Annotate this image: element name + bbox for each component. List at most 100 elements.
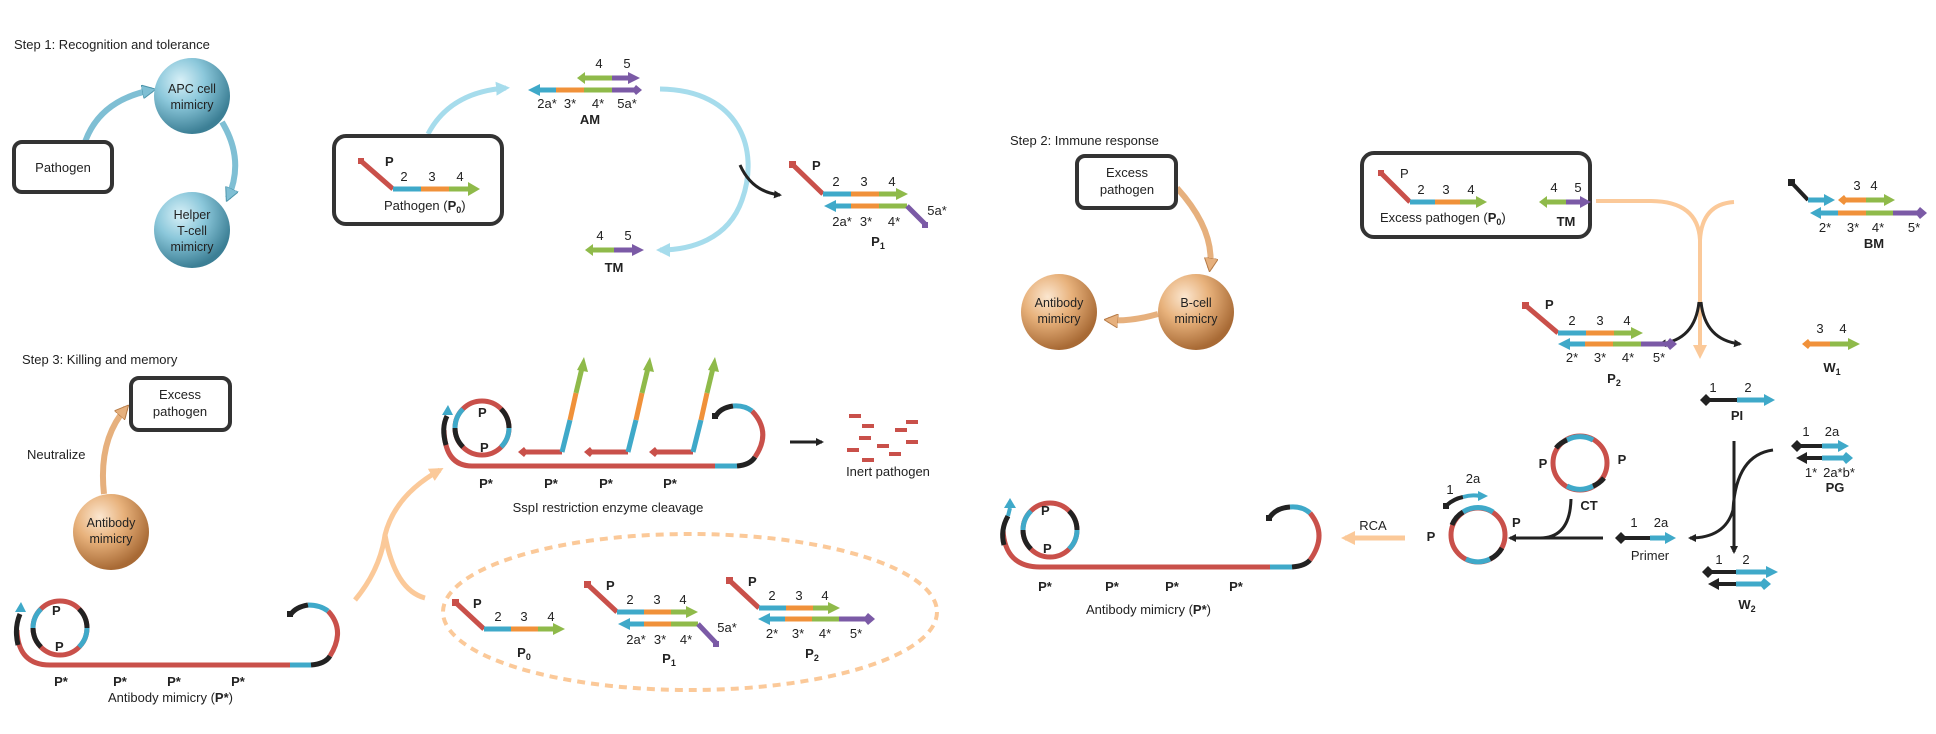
arrow-neutralize [99,408,126,495]
svg-text:3: 3 [1853,178,1860,193]
svg-text:P*: P* [479,476,494,491]
svg-text:5a*: 5a* [617,96,637,111]
ct-circle: P P CT [1539,433,1627,513]
svg-text:4: 4 [1870,178,1877,193]
svg-text:2a*: 2a* [626,632,646,647]
svg-text:P: P [812,158,821,173]
svg-text:1*: 1* [1805,465,1817,480]
svg-text:2a: 2a [1466,471,1481,486]
arrow-to-ellipse [382,534,426,601]
svg-text:P: P [1545,297,1554,312]
svg-text:2*: 2* [1819,220,1831,235]
cleaved-branch-3 [649,357,719,457]
arrow-am-to-tm [656,86,751,257]
svg-text:3*: 3* [1594,350,1606,365]
svg-text:3*: 3* [860,214,872,229]
inert-pathogen-label: Inert pathogen [846,464,930,479]
step2-antibody-mimicry-label: Antibody mimicry (P*) [1086,602,1211,617]
svg-text:Primer: Primer [1631,548,1670,563]
pi-strand: 1 2 PI [1700,380,1775,423]
svg-text:3: 3 [1442,182,1449,197]
neutralize-label: Neutralize [27,447,86,462]
svg-text:3*: 3* [564,96,576,111]
svg-text:1: 1 [1715,552,1722,567]
svg-text:P*: P* [544,476,559,491]
svg-text:mimicry: mimicry [170,98,214,112]
svg-text:Helper: Helper [174,208,211,222]
svg-text:4: 4 [821,588,828,603]
step3-title: Step 3: Killing and memory [22,352,178,367]
step3-antibody-mimicry-label: Antibody mimicry (P*) [108,690,233,705]
excess-p0-label: Excess pathogen (P0) [1380,210,1506,227]
svg-text:2*: 2* [766,626,778,641]
step2-antibody-sphere: Antibody mimicry [1021,274,1097,350]
pg-complex: 1 2a 1* 2a*b* PG [1791,424,1855,495]
step3-excess-pathogen-box: Excess pathogen [129,376,232,432]
svg-text:4: 4 [456,169,463,184]
svg-text:P*: P* [167,674,182,689]
bm-complex: 3 4 2* 3* 4* 5* BM [1788,178,1927,251]
svg-text:mimicry: mimicry [89,532,133,546]
svg-text:pathogen: pathogen [1100,182,1154,197]
svg-text:P*: P* [1165,579,1180,594]
svg-text:4: 4 [595,56,602,71]
svg-text:5*: 5* [1653,350,1665,365]
arrow-excess-to-bcell [1174,185,1211,268]
svg-text:P: P [55,639,64,654]
svg-text:2: 2 [832,174,839,189]
svg-text:5a*: 5a* [717,620,737,635]
svg-text:BM: BM [1864,236,1884,251]
w1-strand: 3 4 W1 [1802,321,1860,377]
rca-label: RCA [1359,518,1387,533]
w1-name: W1 [1823,360,1840,377]
svg-text:5*: 5* [1908,220,1920,235]
ellipse-p2: P 2 3 4 2* 3* 4* 5* P2 [726,574,875,663]
pathogen-box: Pathogen [12,140,114,194]
svg-text:B-cell: B-cell [1180,296,1211,310]
svg-text:P: P [480,440,489,455]
arrow-to-primer [1688,448,1774,542]
svg-text:2: 2 [626,592,633,607]
svg-text:pathogen: pathogen [153,404,207,419]
svg-text:2: 2 [400,169,407,184]
svg-text:1: 1 [1802,424,1809,439]
svg-text:4: 4 [1839,321,1846,336]
p2-name: P2 [1607,371,1621,388]
svg-text:CT: CT [1580,498,1597,513]
svg-text:P*: P* [1105,579,1120,594]
svg-text:3: 3 [795,588,802,603]
p2-complex: P 2 3 4 2* 3* 4* 5* P2 [1522,297,1677,388]
svg-text:4: 4 [1467,182,1474,197]
svg-text:5: 5 [624,228,631,243]
svg-text:PI: PI [1731,408,1743,423]
strand-p0 [358,158,480,196]
primed-circle-p-right: P [1512,515,1521,530]
cleavage-strand: P P [441,357,766,515]
svg-text:P: P [385,154,394,169]
svg-text:3*: 3* [792,626,804,641]
svg-text:TM: TM [1557,214,1576,229]
svg-text:P: P [1043,541,1052,556]
svg-text:Pathogen: Pathogen [35,160,91,175]
step3-antibody-sphere: Antibody mimicry [73,494,149,570]
svg-text:4*: 4* [680,632,692,647]
svg-text:TM: TM [605,260,624,275]
svg-text:P*: P* [231,674,246,689]
svg-text:5: 5 [623,56,630,71]
step2-title: Step 2: Immune response [1010,133,1159,148]
svg-text:4: 4 [1550,180,1557,195]
ellipse-p1: P 2 3 4 2a* 3* 4* 5a* P1 [584,578,737,668]
svg-text:P*: P* [54,674,69,689]
svg-text:3: 3 [860,174,867,189]
svg-text:P*: P* [113,674,128,689]
svg-text:AM: AM [580,112,600,127]
svg-text:P: P [478,405,487,420]
tm-strand: 4 5 TM [585,228,644,275]
svg-text:3*: 3* [1847,220,1859,235]
svg-text:3: 3 [428,169,435,184]
arrow-to-p2 [1658,301,1701,348]
svg-text:P: P [52,603,61,618]
svg-text:mimicry: mimicry [1037,312,1081,326]
svg-text:P: P [1041,503,1050,518]
